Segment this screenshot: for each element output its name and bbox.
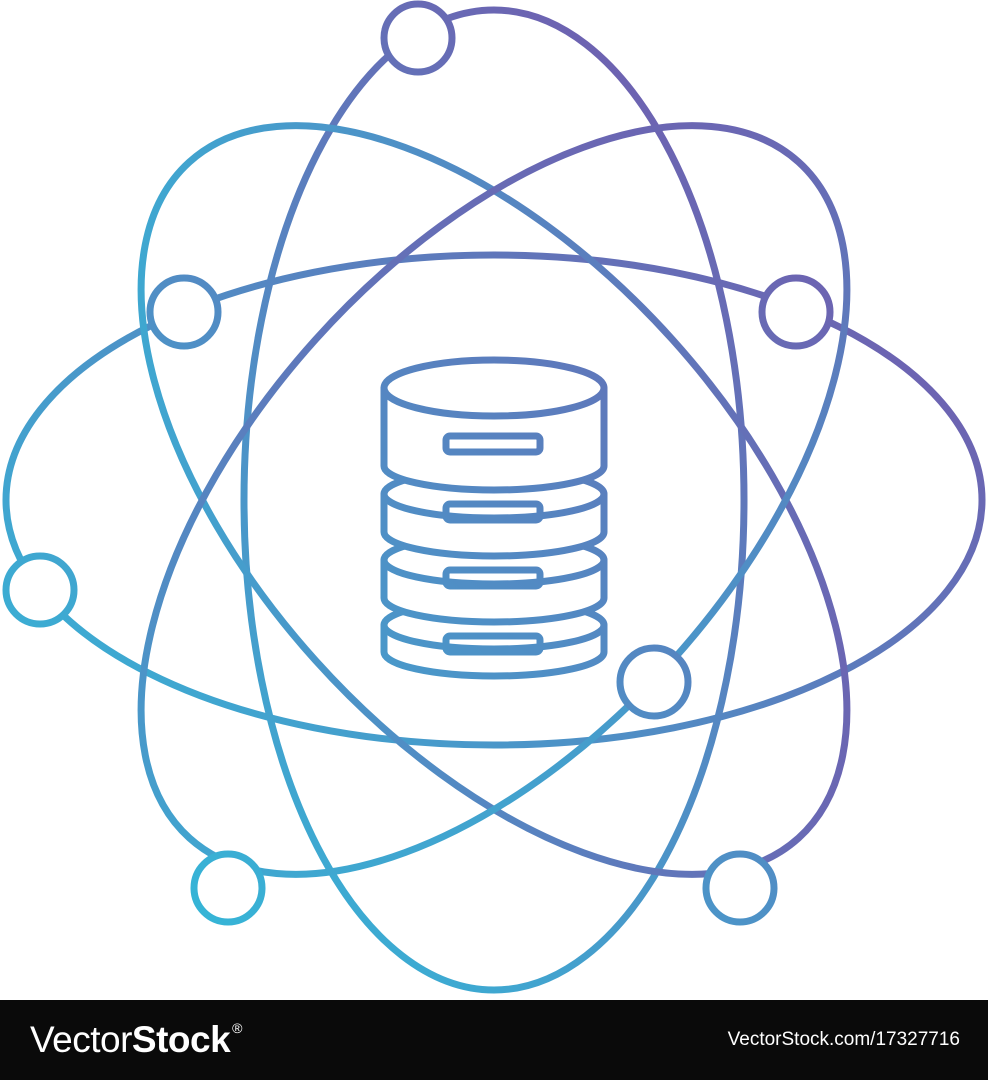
electron-circle — [758, 274, 834, 350]
database-icon — [380, 356, 608, 680]
atom-database-svg — [2, 0, 986, 994]
electron-circle — [702, 850, 778, 926]
image-credit: VectorStock.com/17327716 — [727, 1029, 960, 1050]
electron-circle — [146, 274, 222, 350]
electron-circle — [190, 850, 266, 926]
atom-database-illustration — [2, 0, 986, 994]
drive-slot — [442, 432, 544, 456]
orbit-horizontal — [2, 251, 986, 749]
logo-text-stock: Stock — [131, 1019, 231, 1060]
registered-mark: ® — [232, 1020, 242, 1036]
electron-circle — [616, 644, 692, 720]
electron-circle — [380, 0, 456, 76]
drive-slot — [442, 500, 544, 524]
drive-slot — [442, 632, 544, 656]
logo-text-vector: Vector — [30, 1019, 132, 1060]
orbit-vertical — [240, 6, 748, 994]
drive-slot — [442, 566, 544, 590]
orbit-diagonal-left — [137, 122, 851, 878]
electron-circle — [2, 552, 78, 628]
